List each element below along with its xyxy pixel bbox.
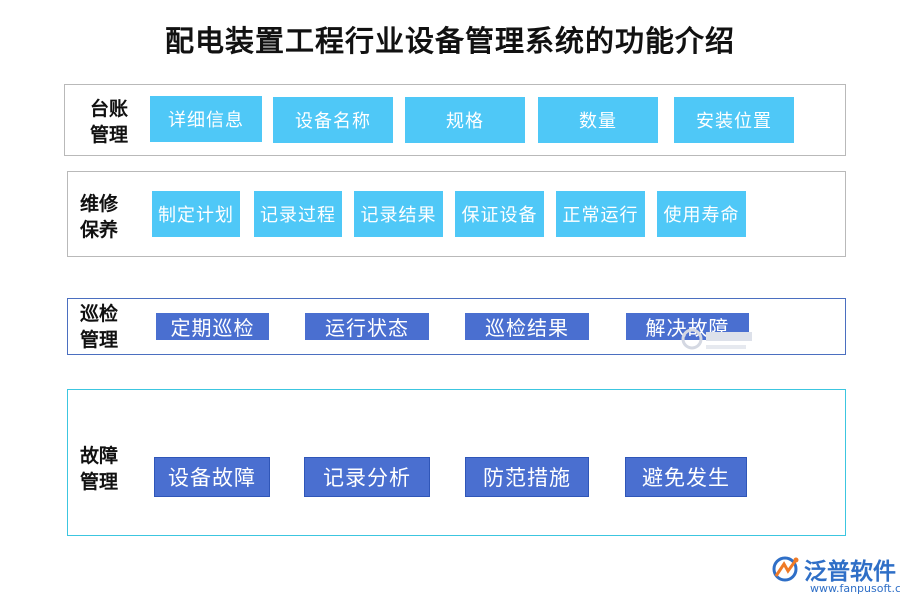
maintenance-item: 使用寿命 xyxy=(657,191,746,237)
logo-url: www.fanpusoft.com xyxy=(810,582,900,595)
section-maintenance-label: 维修 保养 xyxy=(80,193,119,241)
maintenance-item: 记录结果 xyxy=(354,191,443,237)
fault-item: 记录分析 xyxy=(304,457,430,497)
inspection-item: 运行状态 xyxy=(305,313,429,340)
fault-item: 设备故障 xyxy=(154,457,270,497)
fault-item: 防范措施 xyxy=(465,457,589,497)
maintenance-item: 正常运行 xyxy=(556,191,645,237)
inspection-item: 定期巡检 xyxy=(156,313,269,340)
ledger-item: 详细信息 xyxy=(150,96,262,142)
ledger-item: 安装位置 xyxy=(674,97,794,143)
section-fault xyxy=(67,389,846,536)
brand-logo: 泛普软件 www.fanpusoft.com xyxy=(770,550,900,600)
logo-name: 泛普软件 xyxy=(804,559,896,585)
section-fault-label: 故障 管理 xyxy=(80,445,119,493)
section-inspection xyxy=(67,298,846,355)
inspection-item: 巡检结果 xyxy=(465,313,589,340)
maintenance-item: 保证设备 xyxy=(455,191,544,237)
fanpu-logo-icon xyxy=(772,556,799,582)
ledger-item: 设备名称 xyxy=(273,97,393,143)
section-ledger-label: 台账 管理 xyxy=(90,98,129,146)
section-ledger xyxy=(64,84,846,156)
fault-item: 避免发生 xyxy=(625,457,747,497)
maintenance-item: 制定计划 xyxy=(152,191,240,237)
section-inspection-label: 巡检 管理 xyxy=(80,303,119,351)
fanpu-watermark-icon xyxy=(681,328,752,350)
maintenance-item: 记录过程 xyxy=(254,191,342,237)
page-title: 配电装置工程行业设备管理系统的功能介绍 xyxy=(164,24,735,58)
ledger-item: 规格 xyxy=(405,97,525,143)
section-maintenance xyxy=(67,171,846,257)
ledger-item: 数量 xyxy=(538,97,658,143)
